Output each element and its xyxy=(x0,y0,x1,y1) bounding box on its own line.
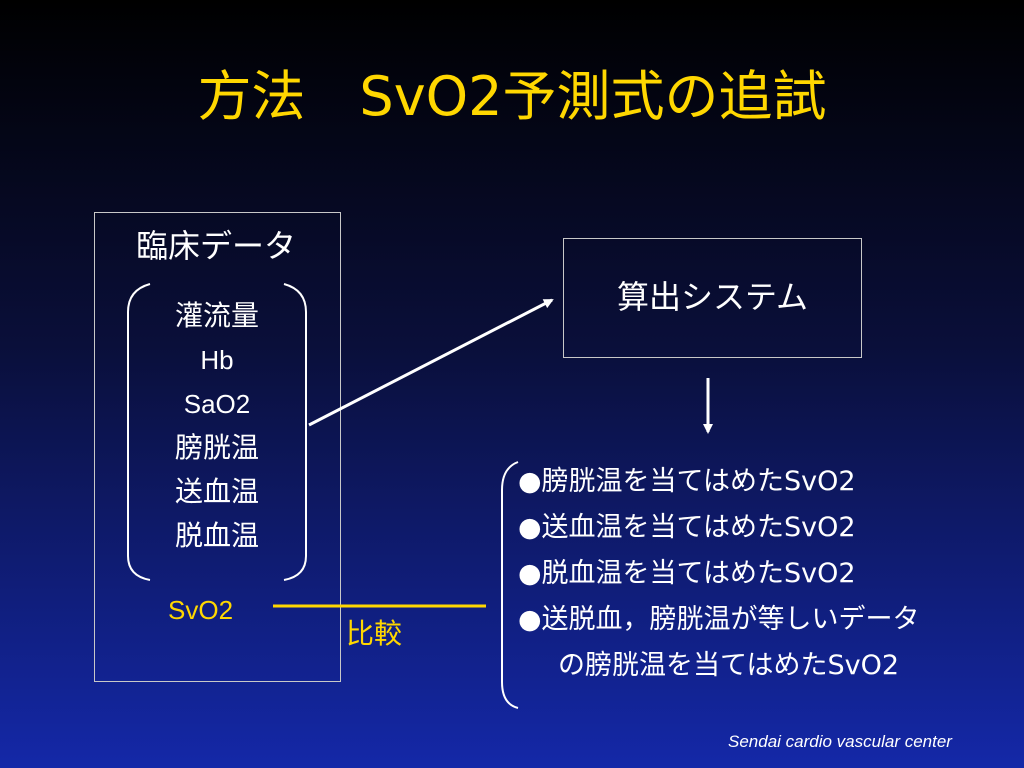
result-item-venous: ●脱血温を当てはめたSvO2 xyxy=(518,558,856,589)
parameter-venous-temp: 脱血温 xyxy=(174,519,259,552)
parameter-hb: Hb xyxy=(200,345,234,375)
parameter-sao2: SaO2 xyxy=(183,389,251,419)
parameter-arterial-temp: 送血温 xyxy=(174,475,259,508)
result-item-arterial: ●送血温を当てはめたSvO2 xyxy=(518,512,856,543)
parameter-bracket-left xyxy=(127,283,151,581)
results-bracket xyxy=(501,461,519,709)
result-item-equal-temp: ●送脱血，膀胱温が等しいデータ xyxy=(518,604,920,635)
clinical-data-box xyxy=(94,212,341,682)
parameter-perfusion-flow: 灌流量 xyxy=(174,299,259,332)
parameter-bladder-temp: 膀胱温 xyxy=(174,431,259,464)
arrow-to-system xyxy=(308,298,554,427)
result-list: ●膀胱温を当てはめたSvO2 ●送血温を当てはめたSvO2 ●脱血温を当てはめた… xyxy=(518,459,1018,689)
result-item-bladder: ●膀胱温を当てはめたSvO2 xyxy=(518,466,856,497)
slide-title: 方法 SvO2予測式の追試 xyxy=(197,65,827,128)
parameter-bracket-right xyxy=(283,283,307,581)
parameter-list: 灌流量 Hb SaO2 膀胱温 送血温 脱血温 xyxy=(150,294,284,558)
comparison-label: 比較 xyxy=(346,617,403,650)
svo2-measured-label: SvO2 xyxy=(168,595,234,625)
clinical-data-heading: 臨床データ xyxy=(136,227,297,265)
footer-credit: Sendai cardio vascular center xyxy=(728,732,952,751)
calculation-system-label: 算出システム xyxy=(616,278,809,316)
calculation-system-box xyxy=(563,238,862,358)
result-item-equal-temp-cont: の膀胱温を当てはめたSvO2 xyxy=(558,650,900,681)
